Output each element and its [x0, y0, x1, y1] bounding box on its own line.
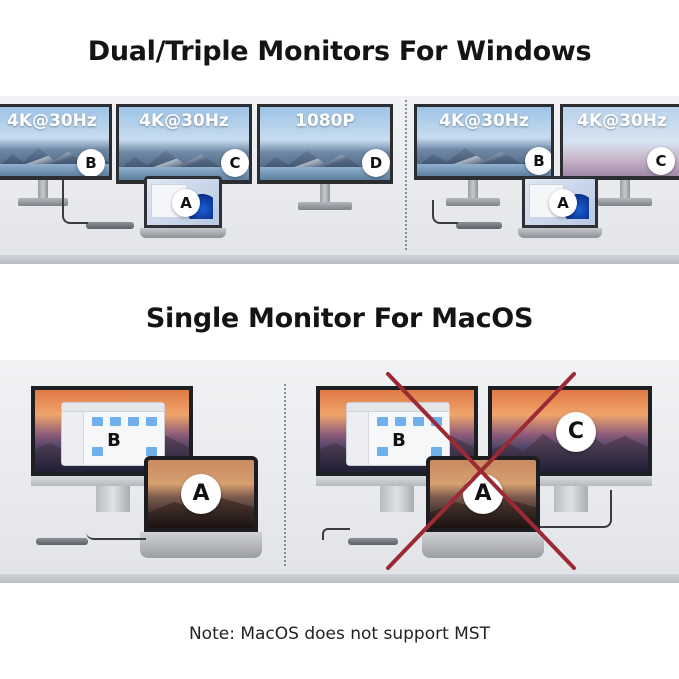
monitor-badge: B — [77, 149, 105, 176]
cross-stroke-2 — [386, 372, 576, 570]
macos-shelf — [0, 574, 679, 583]
resolution-label: 4K@30Hz — [577, 111, 667, 131]
monitor-badge: C — [556, 412, 596, 452]
monitor-badge: C — [647, 147, 675, 175]
not-supported-cross-icon — [386, 372, 576, 570]
monitor-chin — [316, 476, 478, 486]
folder-icon — [431, 447, 442, 456]
monitor-stand — [554, 486, 588, 512]
monitor-badge: B — [525, 147, 551, 175]
folder-icon — [146, 447, 157, 456]
finder-window: B — [61, 402, 165, 466]
monitor-screen: 4K@30Hz B — [414, 104, 554, 180]
monitor-badge: C — [221, 149, 249, 177]
laptop-base — [140, 228, 226, 238]
folder-icon — [377, 447, 388, 456]
monitor-cable — [540, 490, 612, 528]
monitor-stand-foot — [598, 198, 652, 206]
macos-section-title: Single Monitor For MacOS — [145, 303, 534, 334]
folder-icon — [146, 417, 157, 426]
monitor-stand-neck — [620, 180, 630, 200]
finder-toolbar — [62, 403, 164, 412]
resolution-label: 1080P — [295, 111, 355, 131]
monitor-stand-foot — [298, 202, 352, 210]
resolution-label: 4K@30Hz — [139, 111, 229, 131]
finder-sidebar — [62, 412, 85, 465]
hub-cable — [322, 528, 350, 540]
macos-mst-note: Note: MacOS does not support MST — [188, 624, 491, 644]
monitor-stand — [96, 486, 130, 512]
usb-c-hub — [348, 538, 398, 545]
usb-c-hub — [36, 538, 88, 545]
folder-icon — [413, 417, 424, 426]
folder-icon — [92, 447, 103, 456]
laptop-badge: A — [549, 189, 577, 217]
monitor-chin — [31, 476, 193, 486]
folder-icon — [395, 417, 406, 426]
monitor-stand-neck — [320, 184, 330, 204]
macos-divider — [284, 384, 286, 566]
monitor-chin — [488, 476, 652, 486]
monitor-badge: B — [107, 430, 121, 451]
resolution-label: 4K@30Hz — [7, 111, 97, 131]
windows-section-title: Dual/Triple Monitors For Windows — [87, 36, 592, 67]
monitor-stand-neck — [468, 180, 478, 200]
monitor-stand — [380, 486, 414, 512]
windows-shelf — [0, 255, 679, 264]
laptop-base — [140, 532, 262, 558]
monitor-stand-foot — [446, 198, 500, 206]
monitor-screen: 1080P D — [257, 104, 393, 184]
laptop-screen: A — [144, 176, 222, 228]
usb-c-hub — [86, 222, 134, 229]
usb-c-hub — [456, 222, 502, 229]
hub-cable — [86, 520, 146, 540]
finder-window: B — [346, 402, 450, 466]
laptop-screen: A — [522, 176, 598, 228]
monitor-badge: B — [392, 430, 406, 451]
monitor-badge: D — [362, 149, 390, 177]
folder-icon — [128, 417, 139, 426]
folder-icon — [110, 417, 121, 426]
windows-divider — [405, 100, 407, 250]
laptop-base — [518, 228, 602, 238]
folder-icon — [377, 417, 388, 426]
laptop-badge: A — [172, 189, 200, 217]
monitor-stand-foot — [18, 198, 68, 206]
monitor-screen: 4K@30Hz C — [560, 104, 679, 180]
finder-toolbar — [347, 403, 449, 412]
monitor-wallpaper-lake — [260, 166, 390, 180]
monitor-screen: 4K@30Hz B — [0, 104, 112, 180]
monitor-screen: 4K@30Hz C — [116, 104, 252, 184]
laptop-screen: A — [144, 456, 258, 532]
folder-icon — [92, 417, 103, 426]
folder-icon — [431, 417, 442, 426]
monitor-stand-neck — [38, 180, 48, 200]
laptop-base — [422, 532, 544, 558]
laptop-badge: A — [181, 474, 221, 514]
hub-cable — [432, 200, 458, 224]
monitor-wallpaper-lake — [417, 163, 551, 176]
resolution-label: 4K@30Hz — [439, 111, 529, 131]
hub-cable — [62, 180, 88, 224]
finder-sidebar — [347, 412, 370, 465]
